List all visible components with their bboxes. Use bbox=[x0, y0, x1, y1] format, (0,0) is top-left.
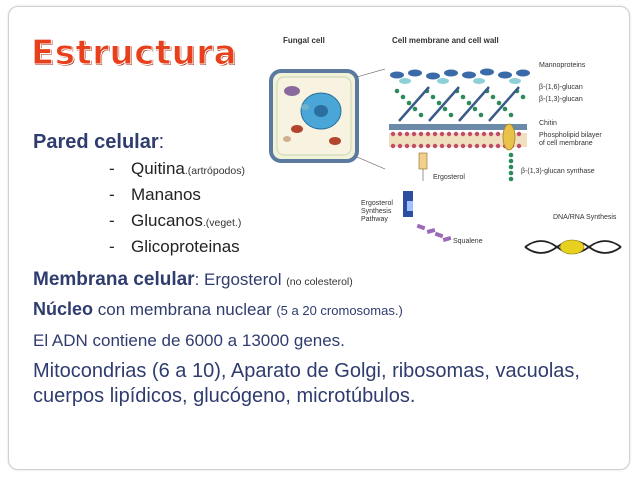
mannoproteins-label: Mannoproteins bbox=[539, 62, 586, 69]
list-dash: - bbox=[109, 211, 115, 230]
slide: Estructura Fungal cell Cell membrane and… bbox=[8, 6, 630, 470]
mannoprotein-layer bbox=[390, 68, 530, 84]
nucleo-note: (5 a 20 cromosomas.) bbox=[276, 303, 403, 318]
pared-colon: : bbox=[158, 131, 165, 153]
pared-heading: Pared celular: bbox=[33, 131, 164, 154]
list-item-glucanos: -Glucanos.(veget.) bbox=[109, 211, 241, 231]
list-item-text: Glicoproteinas bbox=[131, 237, 240, 256]
membrana-label: Membrana celular bbox=[33, 269, 195, 290]
list-item-text: Glucanos bbox=[131, 211, 203, 230]
nucleo-rest: con membrana nuclear bbox=[93, 300, 277, 319]
list-item-glicoproteinas: -Glicoproteinas bbox=[109, 237, 240, 257]
glucan-synthase-chain bbox=[508, 152, 514, 182]
bilayer-label-line1: Phospholipid bilayer bbox=[539, 132, 602, 139]
nucleo-line: Núcleo con membrana nuclear (5 a 20 crom… bbox=[33, 299, 403, 320]
glucan-strands bbox=[398, 86, 520, 122]
fungal-cell-label: Fungal cell bbox=[283, 36, 325, 45]
membrana-rest: : Ergosterol bbox=[194, 270, 287, 289]
membrana-note: (no colesterol) bbox=[286, 276, 353, 288]
fungal-cell-illustration bbox=[269, 68, 386, 170]
list-item-mananos: -Mananos bbox=[109, 185, 201, 205]
glucan13-label: β-(1,3)-glucan bbox=[539, 96, 583, 103]
ergosterol-molecule bbox=[403, 152, 428, 217]
list-dash: - bbox=[109, 237, 115, 256]
slide-title: Estructura bbox=[30, 33, 238, 74]
glucan-layer bbox=[394, 88, 526, 118]
dna-helix bbox=[524, 239, 622, 255]
membrana-line: Membrana celular: Ergosterol (no coleste… bbox=[33, 269, 353, 291]
list-item-note: .(veget.) bbox=[202, 217, 242, 229]
ergosterol-label: Ergosterol bbox=[433, 174, 465, 181]
bilayer-label-line2: of cell membrane bbox=[539, 140, 593, 147]
ergo-pathway-line3: Pathway bbox=[361, 216, 388, 223]
squalene-label: Squalene bbox=[453, 238, 483, 245]
chitin-label: Chitin bbox=[539, 120, 557, 127]
list-item-text: Mananos bbox=[131, 185, 201, 204]
nucleo-label: Núcleo bbox=[33, 299, 94, 319]
phospholipid-bilayer bbox=[389, 123, 527, 151]
ergo-pathway-line2: Synthesis bbox=[361, 208, 392, 215]
glucan16-label: β-(1,6)-glucan bbox=[539, 84, 583, 91]
list-dash: - bbox=[109, 159, 115, 178]
list-item-quitina: -Quitina.(artrópodos) bbox=[109, 159, 245, 179]
membrane-wall-label: Cell membrane and cell wall bbox=[392, 36, 499, 45]
chitin-layer bbox=[389, 124, 527, 130]
organelles-line: Mitocondrias (6 a 10), Aparato de Golgi,… bbox=[33, 360, 580, 407]
list-item-text: Quitina bbox=[131, 159, 185, 178]
squalene-chain bbox=[416, 223, 452, 242]
ergo-pathway-line1: Ergosterol bbox=[361, 200, 393, 207]
adn-line: El ADN contiene de 6000 a 13000 genes. bbox=[33, 331, 345, 350]
pared-label: Pared celular bbox=[33, 131, 159, 153]
fungal-cell-wall-figure: Fungal cell Cell membrane and cell wall bbox=[269, 36, 622, 255]
dna-rna-label: DNA/RNA Synthesis bbox=[553, 214, 617, 221]
synthase-label: β-(1,3)-glucan synthase bbox=[521, 168, 595, 175]
list-dash: - bbox=[109, 185, 115, 204]
list-item-note: .(artrópodos) bbox=[184, 165, 245, 177]
